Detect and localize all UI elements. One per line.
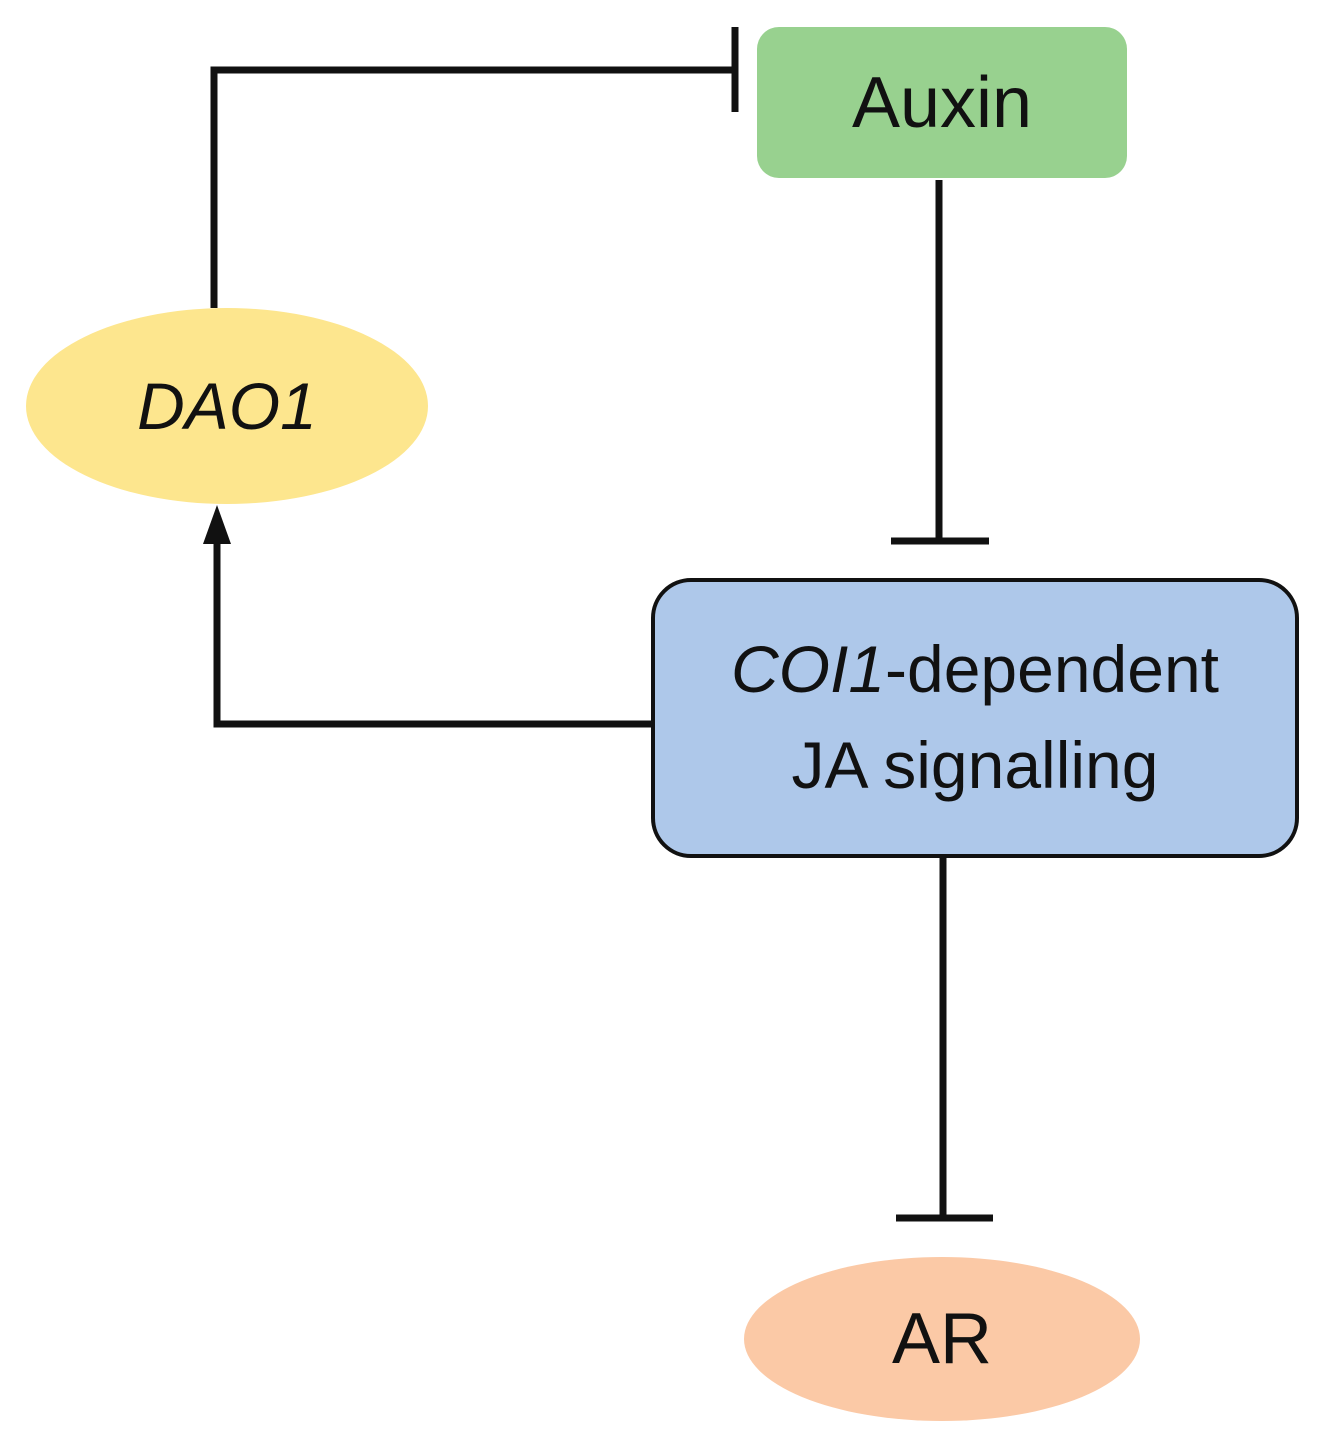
coi1-dependent-label: -dependent <box>885 632 1219 707</box>
activation-arrowhead-dao1 <box>203 505 231 544</box>
ar-node: AR <box>744 1257 1140 1421</box>
coi1-gene-label: COI1 <box>730 632 886 707</box>
coi1-label-line2: JA signalling <box>791 728 1159 802</box>
auxin-node: Auxin <box>757 27 1127 178</box>
auxin-label: Auxin <box>851 62 1033 143</box>
coi1-ja-signalling-node: COI1-dependent JA signalling <box>651 578 1299 858</box>
dao1-label: DAO1 <box>137 369 317 443</box>
ar-label: AR <box>891 1299 993 1379</box>
edge-coi1-activates-dao1 <box>213 538 651 728</box>
coi1-label-line1: COI1-dependent <box>731 622 1219 718</box>
dao1-node: DAO1 <box>26 308 428 504</box>
edge-dao1-inhibits-auxin <box>210 66 733 308</box>
